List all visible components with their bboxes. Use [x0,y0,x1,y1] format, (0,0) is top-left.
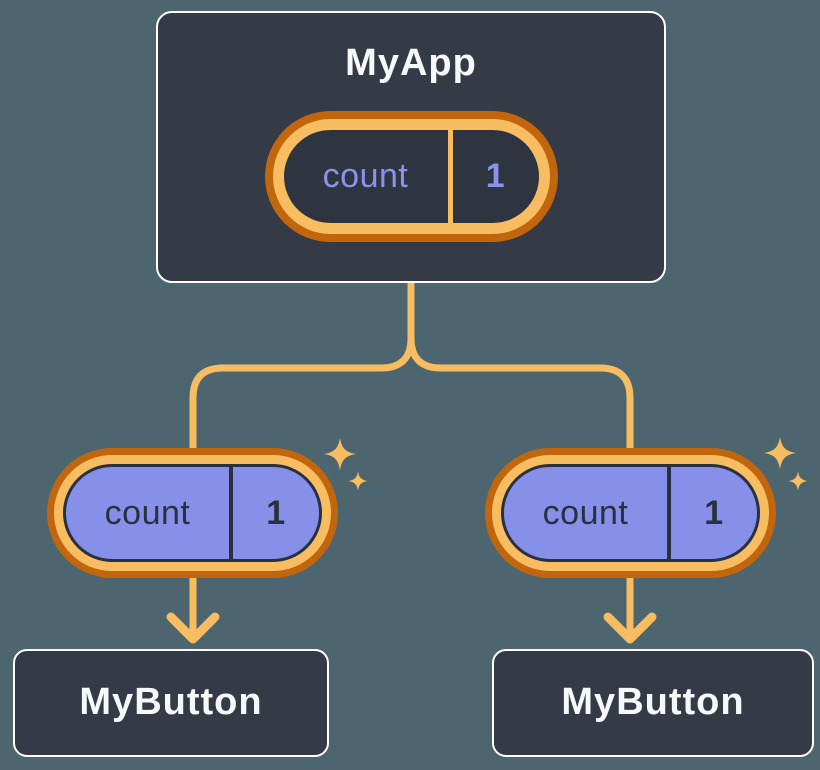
state-pill-body: count 1 [63,464,322,562]
pill-divider [229,467,233,559]
component-node-child-left: MyButton [13,649,329,757]
arrowhead-right-icon [603,612,657,644]
state-pill: count 1 [485,448,776,578]
state-pill-ring: count 1 [54,455,331,571]
state-value: 1 [485,156,506,195]
state-pill: count 1 [264,110,558,242]
component-node-root: MyApp count 1 [156,11,666,283]
arrowhead-left-icon [166,612,220,644]
component-node-child-right: MyButton [492,649,814,757]
branch-line-right [407,280,634,643]
state-pill-body: count 1 [501,464,760,562]
state-pill-ring: count 1 [492,455,769,571]
state-label: count [322,156,409,195]
state-pill-ring: count 1 [272,118,550,234]
state-label: count [104,493,191,532]
pill-divider [667,467,671,559]
component-title: MyButton [561,681,745,724]
state-value: 1 [704,493,724,532]
pill-divider [447,129,453,223]
state-label: count [542,493,629,532]
sparkle-icon [324,438,368,491]
state-pill: count 1 [47,448,338,578]
component-title: MyApp [345,42,477,84]
component-title: MyButton [79,681,263,724]
sparkle-icon [764,437,808,491]
state-value: 1 [266,493,286,532]
state-pill-body: count 1 [283,129,539,223]
